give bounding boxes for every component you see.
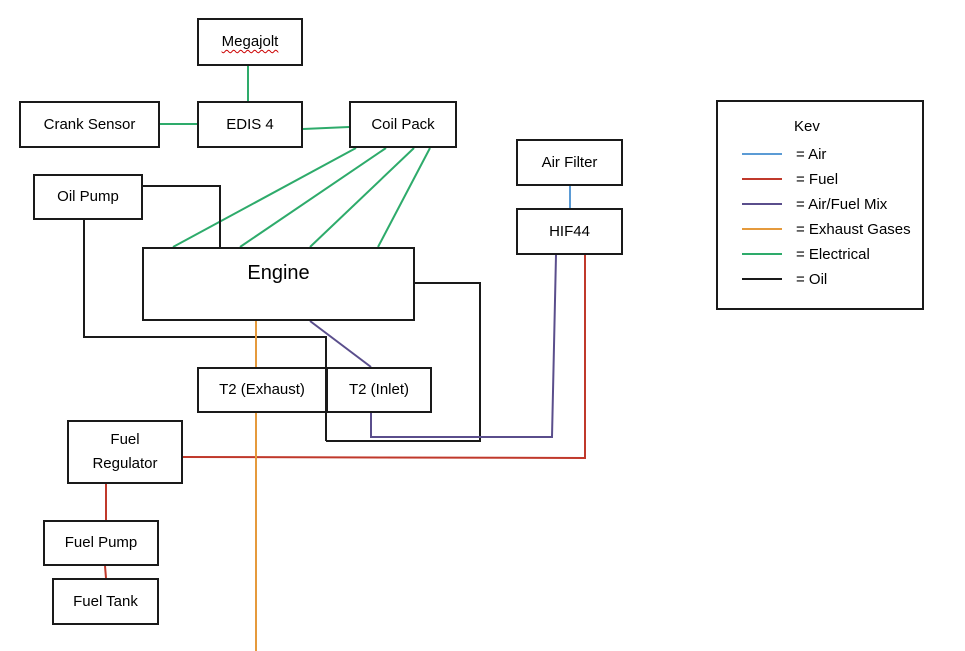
hif44-label: HIF44 <box>549 222 590 240</box>
t2-inlet-box: T2 (Inlet) <box>326 367 432 413</box>
electrical-line-coil-engine-3 <box>309 147 415 248</box>
oil-line-pump-engine <box>143 185 221 247</box>
mix-line-inlet-engine <box>309 320 372 368</box>
fuel-lines <box>104 255 586 579</box>
legend-swatch-fuel <box>742 178 782 180</box>
legend-swatch-electrical <box>742 253 782 255</box>
legend-item-oil: = Oil <box>742 269 827 289</box>
legend-item-exhaust: = Exhaust Gases <box>742 219 911 239</box>
legend-item-fuel: = Fuel <box>742 169 838 189</box>
fuel-line-hif44-regulator <box>182 255 586 460</box>
t2-inlet-label: T2 (Inlet) <box>348 381 409 398</box>
megajolt-box: Megajolt <box>197 18 303 66</box>
hif44-box: HIF44 <box>516 208 623 255</box>
electrical-line-coil-engine-1 <box>172 147 357 248</box>
edis4-box: EDIS 4 <box>197 101 303 148</box>
legend-title: Kev <box>794 118 820 135</box>
megajolt-label: Megajolt <box>221 33 279 50</box>
air-filter-box: Air Filter <box>516 139 623 186</box>
mix-line-hif44-inlet <box>370 254 557 438</box>
crank-sensor-box: Crank Sensor <box>19 101 160 148</box>
coil-pack-box: Coil Pack <box>349 101 457 148</box>
t2-exhaust-box: T2 (Exhaust) <box>197 367 327 413</box>
oil-line-engine-return <box>326 282 481 442</box>
oil-pump-label: Oil Pump <box>57 188 119 205</box>
legend-item-mix: = Air/Fuel Mix <box>742 194 887 214</box>
legend-item-air: = Air <box>742 144 826 164</box>
legend-swatch-oil <box>742 278 782 280</box>
electrical-lines <box>160 66 431 248</box>
legend-label-air: = Air <box>796 145 827 163</box>
legend-label-fuel: = Fuel <box>796 170 839 188</box>
fuel-pump-box: Fuel Pump <box>43 520 159 566</box>
mix-lines <box>309 254 557 438</box>
legend-label-exhaust: = Exhaust Gases <box>796 220 911 238</box>
electrical-line-coil-engine-4 <box>377 147 431 248</box>
crank-sensor-label: Crank Sensor <box>43 115 136 133</box>
fuel-tank-label: Fuel Tank <box>73 592 138 610</box>
legend: Kev = Air = Fuel = Air/Fuel Mix = Exhaus… <box>716 100 924 310</box>
fuel-regulator-box: Fuel Regulator <box>67 420 183 484</box>
fuel-pump-label: Fuel Pump <box>64 534 138 551</box>
electrical-line-edis-coil <box>302 126 350 130</box>
engine-label: Engine <box>247 262 310 284</box>
coil-pack-label: Coil Pack <box>371 115 435 133</box>
fuel-tank-box: Fuel Tank <box>52 578 159 625</box>
fuel-regulator-label: Fuel Regulator <box>92 431 158 472</box>
legend-swatch-mix <box>742 203 782 205</box>
legend-label-mix: = Air/Fuel Mix <box>796 195 888 213</box>
legend-label-electrical: = Electrical <box>796 245 870 263</box>
legend-label-oil: = Oil <box>796 270 828 288</box>
air-filter-label: Air Filter <box>541 153 598 171</box>
edis4-label: EDIS 4 <box>226 115 274 133</box>
electrical-line-coil-engine-2 <box>239 147 387 248</box>
legend-swatch-exhaust <box>742 228 782 230</box>
t2-exhaust-label: T2 (Exhaust) <box>219 381 305 398</box>
engine-box: Engine <box>142 247 415 321</box>
fuel-line-pump-tank <box>104 565 107 579</box>
oil-pump-box: Oil Pump <box>33 174 143 220</box>
legend-swatch-air <box>742 153 782 155</box>
legend-item-electrical: = Electrical <box>742 244 870 264</box>
